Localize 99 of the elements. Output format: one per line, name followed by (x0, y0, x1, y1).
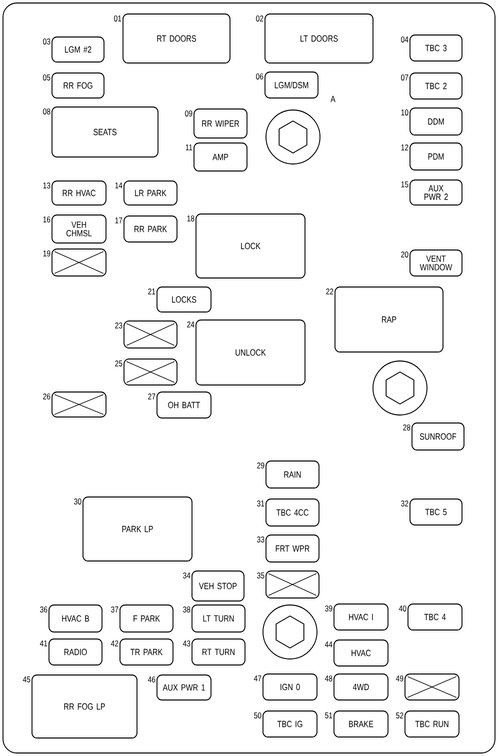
fuse-box: TBC 2 (410, 72, 462, 100)
fuse-number: 45 (22, 676, 30, 682)
fuse-number: 32 (401, 500, 408, 506)
fuse-box: TBC 5 (410, 498, 462, 526)
fuse-box: IGN 0 (262, 674, 318, 700)
fuse-box: TBC 4CC (266, 498, 320, 526)
fuse-box: RAIN (266, 460, 320, 488)
fuse-number: 18 (187, 215, 194, 222)
fuse-number: 28 (403, 424, 410, 430)
fuse-number: 29 (257, 462, 264, 468)
fuse-box: AUX PWR 2 (410, 180, 462, 206)
fuse-box: TBC 4 (408, 604, 462, 630)
fuse-number: 13 (43, 182, 50, 188)
fuse-box: VENT WINDOW (410, 250, 462, 276)
fuse-box: HVAC (334, 640, 388, 666)
fuse-number: 52 (396, 712, 404, 718)
fuse-number: 11 (186, 144, 192, 150)
fuse-number: 47 (254, 675, 262, 682)
fuse-number: 46 (148, 676, 156, 682)
fuse-box: RR FOG LP (32, 674, 138, 738)
fuse-box: RR HVAC (52, 180, 106, 206)
fuse-number: 33 (257, 536, 264, 542)
fuse-number: 24 (187, 321, 194, 328)
fuse-box: AMP (194, 142, 248, 172)
fuse-number: 16 (43, 216, 50, 222)
fuse-box: OH BATT (156, 392, 212, 418)
fuse-box: RR FOG (52, 72, 104, 98)
fuse-box: VEH CHMSL (52, 214, 106, 244)
fuse-number: 19 (43, 250, 50, 256)
fuse-number: 31 (257, 500, 264, 506)
fuse-number: 44 (324, 641, 332, 648)
fuse-box: TBC RUN (404, 710, 460, 738)
fuse-box: VEH STOP (192, 570, 244, 602)
fuse-number: 01 (114, 15, 122, 22)
fuse-box: DDM (410, 108, 462, 136)
fuse-box: HVAC I (334, 604, 388, 630)
fuse-box: RAP (334, 286, 444, 352)
fuse-box: RADIO (48, 638, 102, 666)
fuse-number: 49 (396, 675, 404, 682)
fuse-number: 41 (40, 640, 48, 646)
fuse-box: FRT WPR (266, 534, 320, 562)
fuse-box: PDM (410, 142, 462, 170)
fuse-number: 20 (401, 251, 408, 258)
fuse-number: 36 (40, 606, 48, 612)
fuse-number: 21 (148, 288, 156, 294)
fuse-number: 06 (256, 73, 264, 80)
fuse-box: LT DOORS (264, 14, 374, 64)
fuse-number: 25 (115, 360, 122, 366)
fuse-box: LGM #2 (52, 36, 104, 62)
fuse-number: 27 (148, 393, 156, 400)
fuse-number: 10 (401, 109, 408, 116)
fuse-number: 09 (185, 110, 192, 116)
fuse-box: 4WD (334, 674, 388, 700)
fuse-box: BRAKE (334, 710, 388, 738)
fuse-number: 12 (401, 144, 408, 150)
fuse-box: AUX PWR 1 (156, 674, 212, 700)
fuse-box: RT DOORS (122, 14, 230, 64)
fuse-number: 39 (325, 605, 332, 612)
fuse-box: RR PARK (124, 216, 178, 242)
fuse-number: 42 (110, 640, 118, 646)
fuse-box: SUNROOF (412, 422, 464, 450)
fuse-number: 17 (115, 217, 122, 224)
fuse-box: UNLOCK (196, 320, 306, 386)
fuse-number: 07 (401, 74, 408, 80)
fuse-number: 02 (256, 15, 264, 22)
fuse-number: 38 (183, 606, 190, 612)
fuse-box: LGM/DSM (264, 72, 318, 98)
fuse-box: HVAC B (48, 604, 102, 632)
fuse-number: 40 (398, 605, 406, 612)
fuse-number: 51 (325, 712, 332, 718)
fuse-box: LOCK (196, 214, 306, 278)
position-letter: A (330, 96, 336, 102)
fuse-box: RT TURN (192, 638, 246, 666)
fuse-number: 05 (43, 74, 50, 80)
fuse-number: 15 (401, 181, 408, 188)
fuse-number: 35 (257, 572, 264, 578)
fuse-number: 48 (324, 675, 332, 682)
fuse-box: LOCKS (156, 286, 212, 312)
fuse-box: F PARK (120, 604, 174, 632)
fuse-number: 23 (115, 322, 122, 328)
fuse-box: LR PARK (124, 180, 178, 206)
fuse-number: 26 (43, 393, 50, 400)
fuse-box: TR PARK (120, 638, 174, 666)
fuse-box: TBC 3 (410, 34, 462, 62)
fuse-number: 34 (183, 572, 190, 578)
fuse-box: SEATS (52, 106, 158, 158)
fuse-number: 43 (182, 640, 190, 646)
fuse-box: PARK LP (82, 496, 192, 562)
fuse-box: RR WIPER (194, 108, 248, 138)
fuse-number: 50 (254, 712, 262, 718)
fuse-number: 08 (43, 108, 50, 114)
fuse-number: 22 (326, 288, 334, 294)
fuse-number: 14 (115, 182, 122, 188)
fuse-number: 30 (74, 498, 82, 504)
fuse-box: TBC IG (262, 710, 318, 738)
fuse-number: 03 (43, 38, 50, 44)
fuse-number: 04 (401, 36, 408, 42)
fuse-box: LT TURN (192, 604, 246, 632)
fuse-number: 37 (111, 606, 118, 612)
